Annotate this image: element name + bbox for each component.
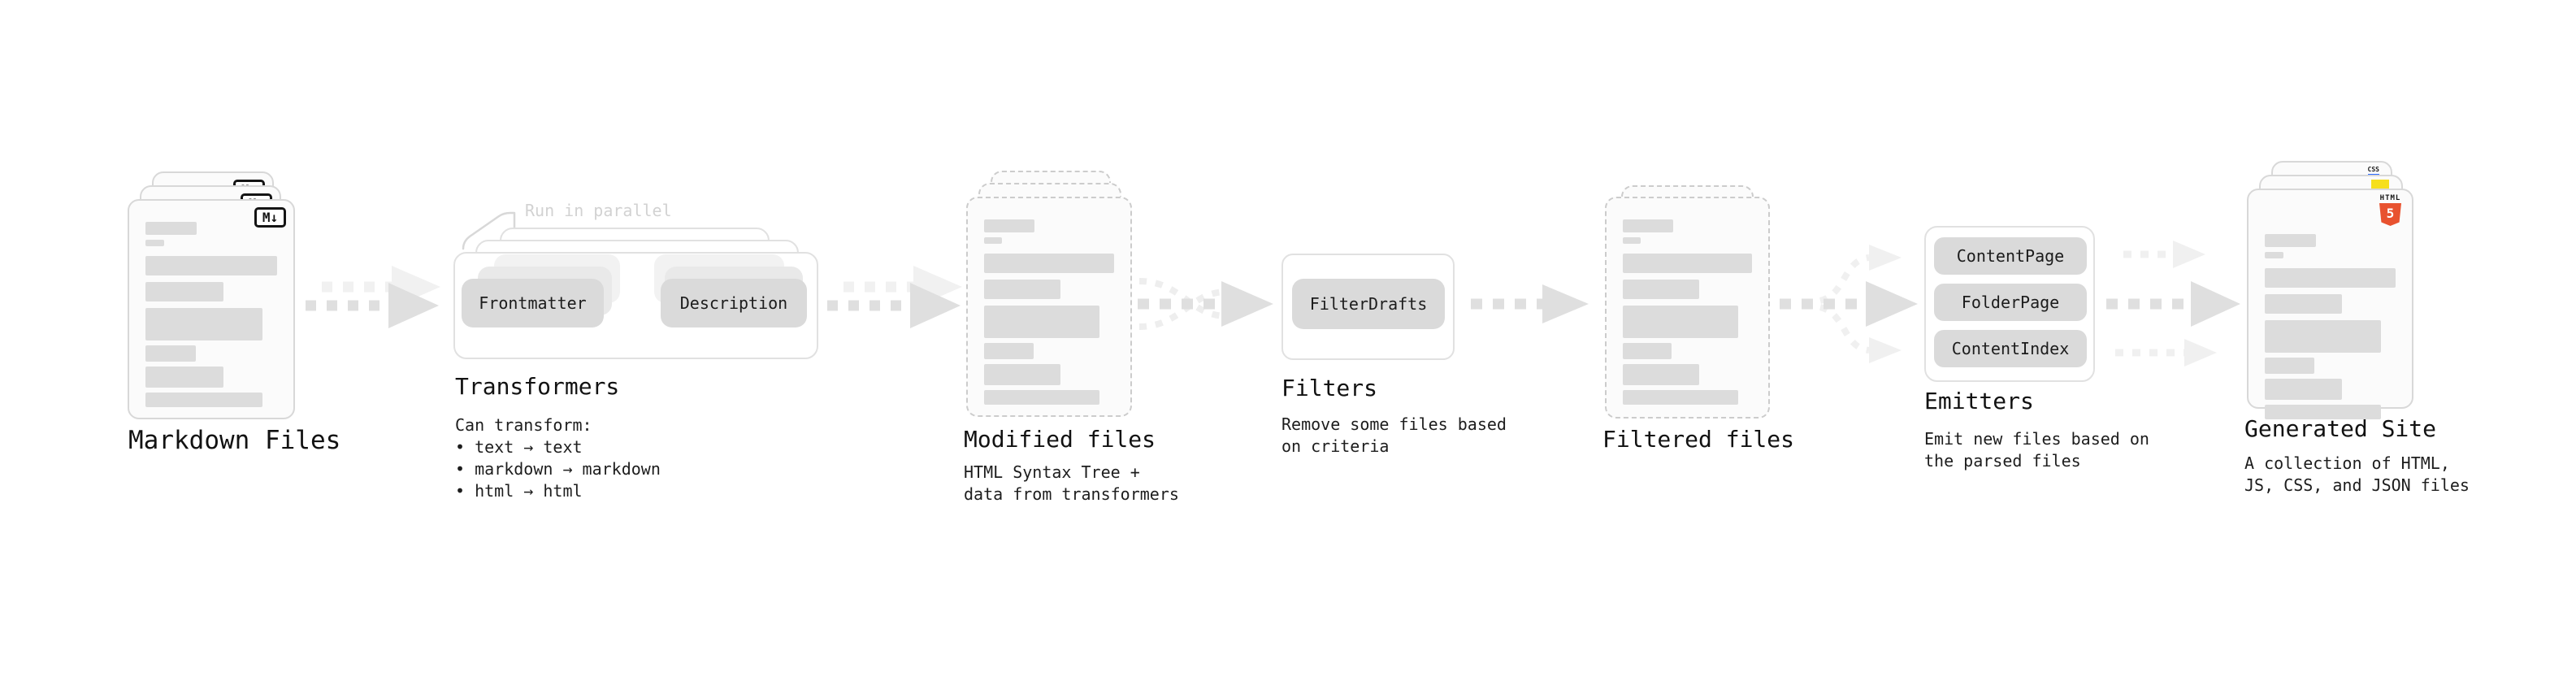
stage-description: Can transform: • text → text • markdown … (455, 414, 661, 502)
description-line: JS, CSS, and JSON files (2244, 475, 2470, 495)
doc-text-placeholder (984, 219, 1114, 410)
contentindex-chip: ContentIndex (1934, 330, 2087, 367)
site-doc-card-html: HTML 5 (2247, 189, 2413, 419)
javascript-icon (2371, 180, 2389, 189)
arrow-emitters-to-site (2106, 241, 2240, 367)
stage-description: HTML Syntax Tree + data from transformer… (964, 462, 1179, 505)
description-line: on criteria (1281, 436, 1390, 456)
arrow-filtered-to-emitters (1780, 245, 1918, 363)
filterdrafts-chip: FilterDrafts (1292, 279, 1445, 329)
doc-text-placeholder (145, 222, 277, 412)
contentpage-chip: ContentPage (1934, 237, 2087, 275)
description-line: data from transformers (964, 484, 1179, 504)
stage-title: Generated Site (2244, 415, 2437, 442)
doc-text-placeholder (2265, 234, 2396, 424)
description-line: • text → text (455, 437, 583, 457)
arrow-markdown-to-transformers (306, 266, 440, 328)
stage-title: Emitters (1924, 388, 2034, 414)
modified-doc-card-front (966, 197, 1132, 417)
stage-title: Filters (1281, 375, 1378, 401)
html5-icon-shield: 5 (2379, 203, 2401, 226)
stage-description: Remove some files based on criteria (1281, 414, 1507, 458)
description-line: Emit new files based on (1924, 429, 2149, 449)
arrow-modified-to-filters (1138, 278, 1273, 330)
description-line: • html → html (455, 481, 583, 501)
markdown-doc-card-front: M↓ (128, 199, 295, 419)
arrow-transformers-to-modified (827, 266, 962, 328)
stage-description: Emit new files based on the parsed files (1924, 428, 2149, 472)
markdown-icon: M↓ (254, 207, 286, 228)
stage-title: Transformers (455, 373, 620, 400)
description-line: HTML Syntax Tree + (964, 462, 1140, 482)
run-in-parallel-callout: Run in parallel (525, 201, 672, 220)
run-in-parallel-leader-line (462, 211, 516, 250)
stage-title: Markdown Files (128, 426, 341, 455)
description-line: Can transform: (455, 415, 592, 435)
description-line: the parsed files (1924, 451, 2081, 471)
filtered-doc-card-front (1605, 197, 1770, 419)
stage-title: Modified files (964, 426, 1156, 453)
stage-description: A collection of HTML, JS, CSS, and JSON … (2244, 453, 2470, 497)
description-line: A collection of HTML, (2244, 453, 2450, 473)
stage-title: Filtered files (1602, 426, 1795, 453)
html5-icon: HTML 5 (2379, 194, 2401, 226)
folderpage-chip: FolderPage (1934, 284, 2087, 321)
frontmatter-transformer-chip: Frontmatter (462, 279, 604, 327)
description-transformer-chip: Description (661, 279, 807, 327)
arrow-filters-to-filtered (1471, 284, 1589, 323)
html5-icon-word: HTML (2379, 194, 2401, 202)
description-line: • markdown → markdown (455, 459, 661, 479)
description-line: Remove some files based (1281, 414, 1507, 434)
doc-text-placeholder (1623, 219, 1752, 410)
